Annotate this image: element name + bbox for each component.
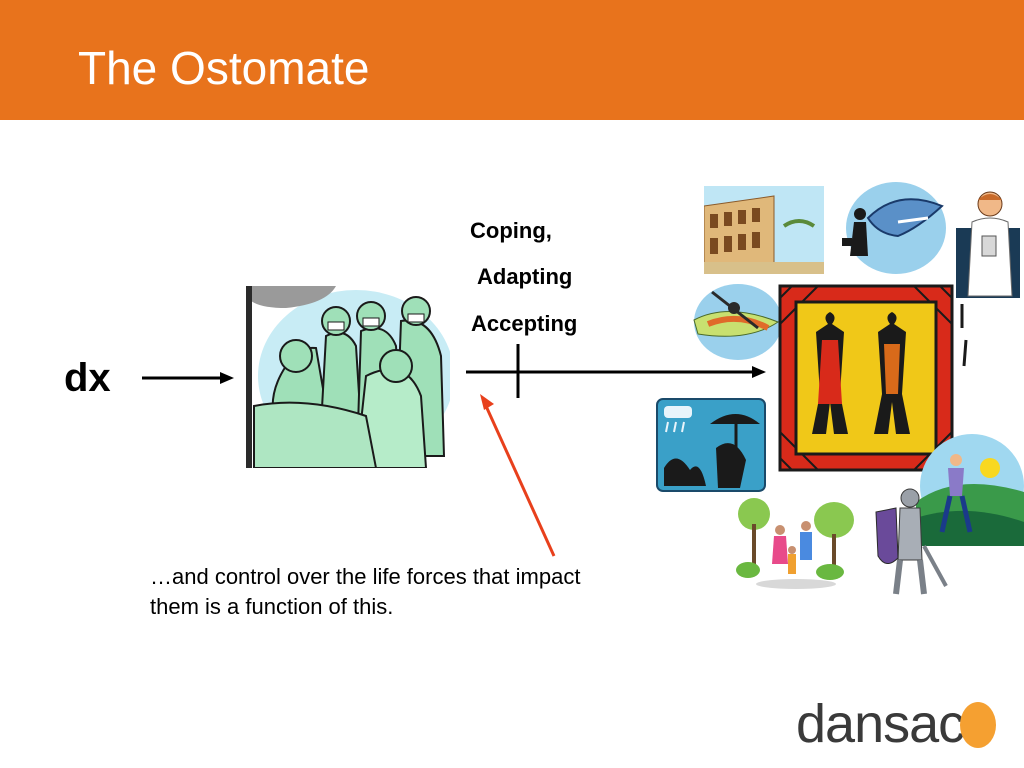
dansac-logo-dot-icon — [960, 702, 996, 748]
slide-header: The Ostomate — [0, 0, 1024, 120]
slide-title: The Ostomate — [78, 42, 370, 94]
adapting-word: Adapting — [477, 264, 573, 289]
tribal-figures-tapestry-clipart — [778, 284, 954, 472]
dx-label: dx — [64, 356, 111, 400]
kayaker-clipart — [693, 284, 782, 360]
shark-businessman-clipart — [842, 182, 946, 274]
family-trees-clipart — [736, 498, 854, 589]
caption-line-2: them is a function of this. — [150, 594, 394, 619]
diagnosis-arrow — [142, 372, 234, 384]
doctor-clipart — [956, 191, 1020, 298]
mountain-sunrise-clipart — [916, 434, 1024, 546]
knight-shield-clipart — [875, 488, 948, 595]
umbrella-rain-clipart — [656, 398, 766, 492]
timeline-arrow — [466, 344, 766, 398]
accepting-word: Accepting — [471, 311, 578, 336]
caption-line-1: …and control over the life forces that i… — [150, 564, 581, 589]
red-pointer-arrow — [480, 394, 556, 557]
coping-word: Coping, — [470, 218, 552, 243]
caption: …and control over the life forces that i… — [150, 562, 670, 622]
motion-lines-icon — [960, 304, 968, 367]
surgery-team-clipart — [246, 286, 450, 468]
colosseum-clipart — [704, 186, 824, 274]
dansac-logo-text: dansac — [796, 694, 965, 754]
